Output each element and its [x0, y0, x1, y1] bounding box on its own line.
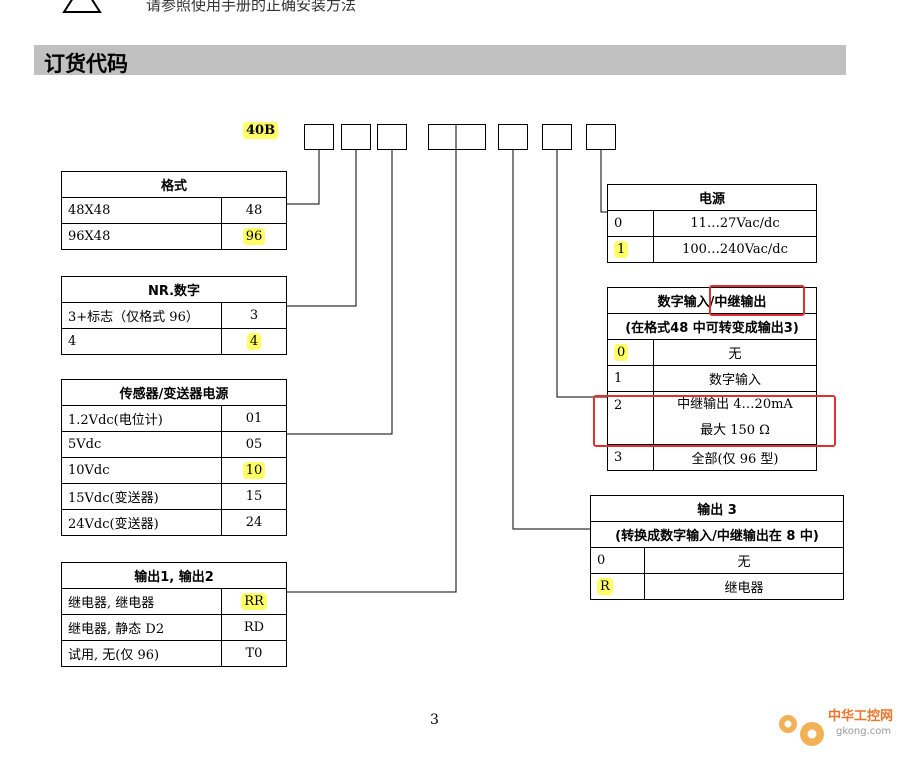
- code-box-digital-input: [542, 124, 572, 150]
- outputs12-title: 输出1, 输出2: [61, 562, 287, 589]
- selected-code: 0: [614, 344, 629, 361]
- table-row: 试用, 无(仅 96)T0: [61, 640, 287, 667]
- output3-title: 输出 3: [590, 495, 844, 522]
- table-row: 24Vdc(变送器)24: [61, 509, 287, 536]
- nr-digits-title: NR.数字: [61, 276, 287, 303]
- table-row: 1.2Vdc(电位计)01: [61, 405, 287, 432]
- code-box-outputs12: [428, 124, 486, 150]
- annotation-box-row-2: [593, 395, 836, 447]
- code-box-output3: [498, 124, 528, 150]
- selected-code: 4: [246, 333, 262, 350]
- section-header: 订货代码: [34, 45, 846, 76]
- installation-note: 请参照使用手册的正确安装方法: [146, 0, 357, 14]
- code-box-power: [586, 124, 616, 150]
- code-box-format: [304, 124, 334, 150]
- section-title: 订货代码: [44, 52, 128, 76]
- sensor-power-title: 传感器/变送器电源: [61, 379, 287, 406]
- digital-input-subtitle: (在格式48 中可转变成输出3): [607, 313, 817, 340]
- model-code: 40B: [243, 122, 279, 139]
- annotation-box-relay-output: [709, 285, 805, 316]
- gkong-logo: 中华工控网 gkong.com: [779, 708, 893, 746]
- code-box-nr: [341, 124, 371, 150]
- selected-code: 1: [614, 241, 629, 258]
- watermark-text: 中华工控网: [828, 708, 893, 724]
- output3-subtitle: (转换成数字输入/中继输出在 8 中): [590, 521, 844, 548]
- code-box-sensor: [377, 124, 407, 150]
- table-row: 15Vdc(变送器)15: [61, 483, 287, 510]
- watermark-domain: gkong.com: [836, 726, 891, 737]
- selected-code: RR: [241, 593, 267, 610]
- selected-code: R: [597, 578, 613, 595]
- selected-code: 10: [242, 462, 266, 479]
- format-title: 格式: [61, 171, 287, 198]
- power-title: 电源: [607, 184, 817, 211]
- table-row: 3+标志（仅格式 96）3: [61, 302, 287, 329]
- page-number: 3: [430, 712, 439, 728]
- warning-icon: [62, 0, 102, 13]
- digital-input-title: 数字输入/中继输出: [607, 287, 817, 314]
- selected-code: 96: [242, 228, 266, 245]
